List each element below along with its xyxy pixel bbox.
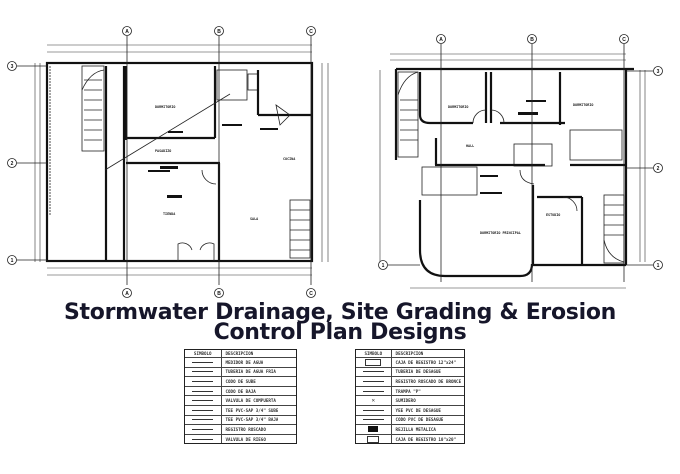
floor-plan-right: DORMITORIO DORMITORIO HALL DORMITORIO PR… [378,34,663,289]
legend-item: REJILLA METALICA [395,426,436,432]
room-label: DORMITORIO [573,103,593,107]
grid-bubble: A [439,37,443,43]
legend-item: VALVULA DE RIEGO [225,436,266,442]
box-symbol-icon [365,358,382,366]
legend-item: CAJA DE REGISTRO 10"x20" [395,436,457,442]
legend-item: TUBERIA DE AGUA FRIA [225,369,276,375]
grid-bubble: 3 [11,64,14,70]
elbow-down-symbol-icon [192,390,214,392]
grid-bubble: B [217,29,221,35]
grid-bubble: A [125,29,129,35]
room-label: ESTUDIO [546,213,560,217]
legend-item: TRAMPA "P" [395,388,421,394]
title-line-2: Control Plan Designs [213,320,467,345]
title-line-1: Stormwater Drainage, Site Grading & Eros… [64,300,616,325]
legend-header: SIMBOLO [185,350,222,357]
legend-item: REGISTRO ROSCADO DE BRONCE [395,378,462,384]
room-label: DORMITORIO [155,105,175,109]
legend-item: MEDIDOR DE AGUA [225,359,264,365]
legend-item: REGISTRO ROSCADO [225,426,266,432]
grate-symbol-icon [368,426,379,433]
grid-bubble: B [217,291,221,297]
legend-item: CODO DE BAJA [225,388,256,394]
pipe-symbol-icon [192,371,214,373]
legend-item: TUBERIA DE DESAGUE [395,369,441,375]
legend-header: DESCRIPCION [395,351,424,356]
elbow-symbol-icon [362,419,384,421]
room-label: TIENDA [163,212,175,216]
trap-symbol-icon [362,390,384,392]
legend-item: CODO DE SUBE [225,378,256,384]
legend-header: SIMBOLO [356,350,392,357]
grid-bubble: 1 [382,263,385,269]
room-label: COCINA [283,157,295,161]
grid-bubble: C [309,291,313,297]
register-symbol-icon [362,380,384,382]
room-label: SALA [250,217,258,221]
grid-bubble: C [622,37,626,43]
valve-symbol-icon [192,400,214,402]
grid-bubble: A [125,291,129,297]
legend-item: TEE PVC-SAP 3/4" BAJA [225,417,279,423]
tee-symbol-icon [192,409,214,411]
grid-bubble: C [309,29,313,35]
irrigation-valve-symbol-icon [192,438,214,440]
room-label: PASADIZO [155,149,171,153]
box-symbol-icon [367,435,380,443]
legend-item: CODO PVC DE DESAGUE [395,417,444,423]
legend-item: VALVULA DE COMPUERTA [225,398,276,404]
tee-symbol-icon [192,419,214,421]
grid-bubble: 2 [657,166,660,172]
legend-item: YEE PVC DE DESAGUE [395,407,441,413]
register-symbol-icon [192,428,214,430]
meter-symbol-icon [192,361,214,363]
grid-bubble: 3 [657,69,660,75]
legend-header: DESCRIPCION [225,351,254,356]
room-label: HALL [466,144,474,148]
grid-bubble: 1 [657,263,660,269]
legend-item: CAJA DE REGISTRO 12"x24" [395,359,457,365]
pipe-symbol-icon [362,371,384,373]
elbow-up-symbol-icon [192,380,214,382]
room-label: DORMITORIO PRINCIPAL [480,231,521,235]
drain-symbol-icon: ✕ [371,397,376,405]
floor-plan-left: DORMITORIO PASADIZO COCINA TIENDA SALA A… [7,26,329,298]
grid-bubble: B [530,37,534,43]
legend-item: TEE PVC-SAP 3/4" SUBE [225,407,279,413]
grid-bubble: 1 [11,258,14,264]
room-label: DORMITORIO [448,105,468,109]
grid-bubble: 2 [11,161,14,167]
legend-item: SUMIDERO [395,398,416,404]
wye-symbol-icon [362,409,384,411]
